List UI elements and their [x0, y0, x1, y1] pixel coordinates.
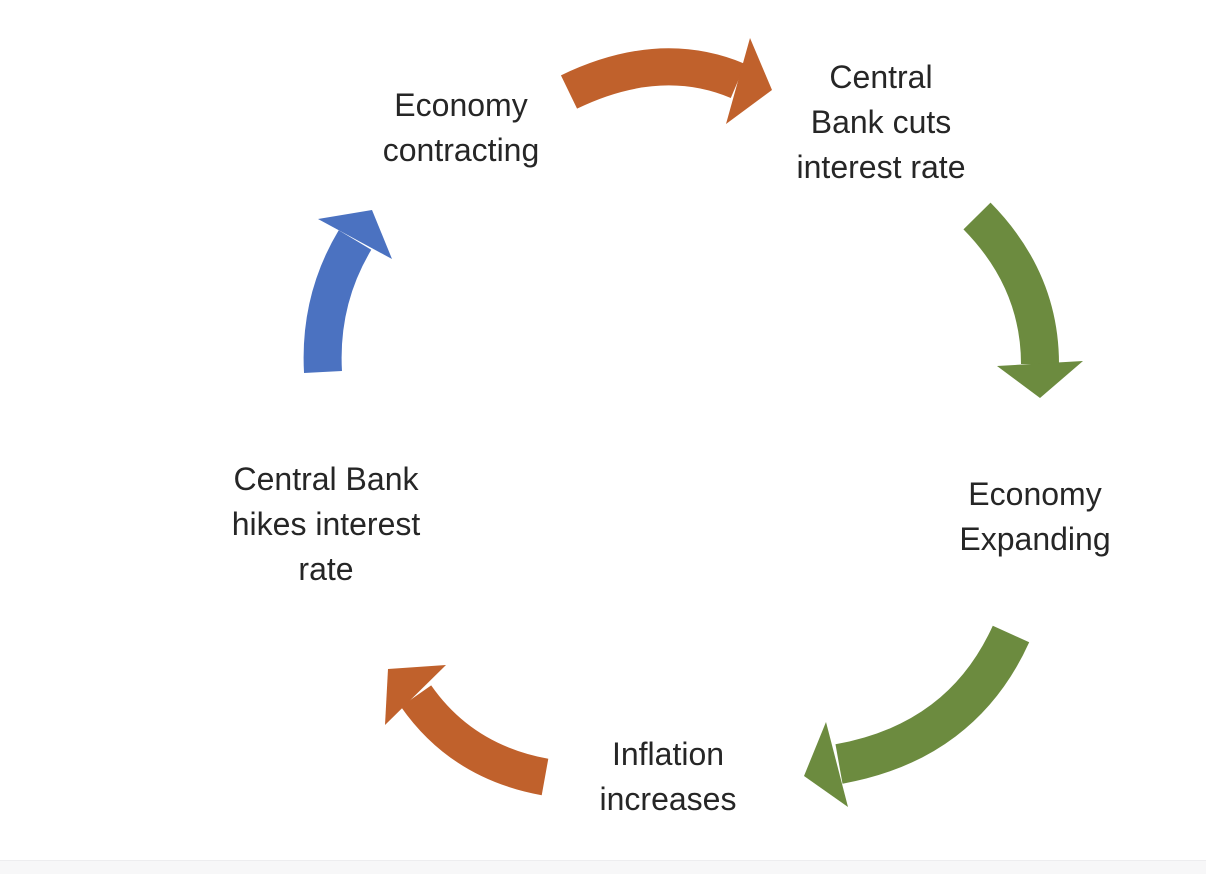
arrow-inflation-to-hikes-head: [385, 665, 446, 725]
arrow-cuts-to-expanding-body: [963, 202, 1059, 365]
node-economy-contracting: Economy contracting: [382, 87, 540, 168]
arrow-expanding-to-inflation: [804, 625, 1030, 807]
arrow-expanding-to-inflation-head: [804, 722, 848, 807]
arrow-cuts-to-expanding: [963, 202, 1083, 398]
node-central-bank-cuts-interest-rate: Central Bank cuts interest rate: [796, 59, 966, 185]
bottom-edge-strip: [0, 860, 1206, 874]
arrow-expanding-to-inflation-body: [835, 625, 1030, 784]
arrow-hikes-to-contracting: [303, 210, 392, 374]
arrow-contracting-to-cuts-head: [726, 38, 772, 124]
node-inflation-increases: Inflation increases: [599, 736, 737, 817]
node-central-bank-hikes-interest-rate: Central Bank hikes interest rate: [231, 461, 421, 587]
node-economy-expanding: Economy Expanding: [959, 476, 1111, 557]
arrow-inflation-to-hikes: [385, 665, 549, 796]
arrow-hikes-to-contracting-body: [303, 230, 372, 374]
arrow-contracting-to-cuts: [560, 38, 772, 124]
arrow-cuts-to-expanding-head: [997, 361, 1083, 398]
arrow-contracting-to-cuts-body: [560, 48, 746, 109]
arrow-hikes-to-contracting-head: [318, 210, 392, 259]
arrow-inflation-to-hikes-body: [400, 685, 549, 796]
